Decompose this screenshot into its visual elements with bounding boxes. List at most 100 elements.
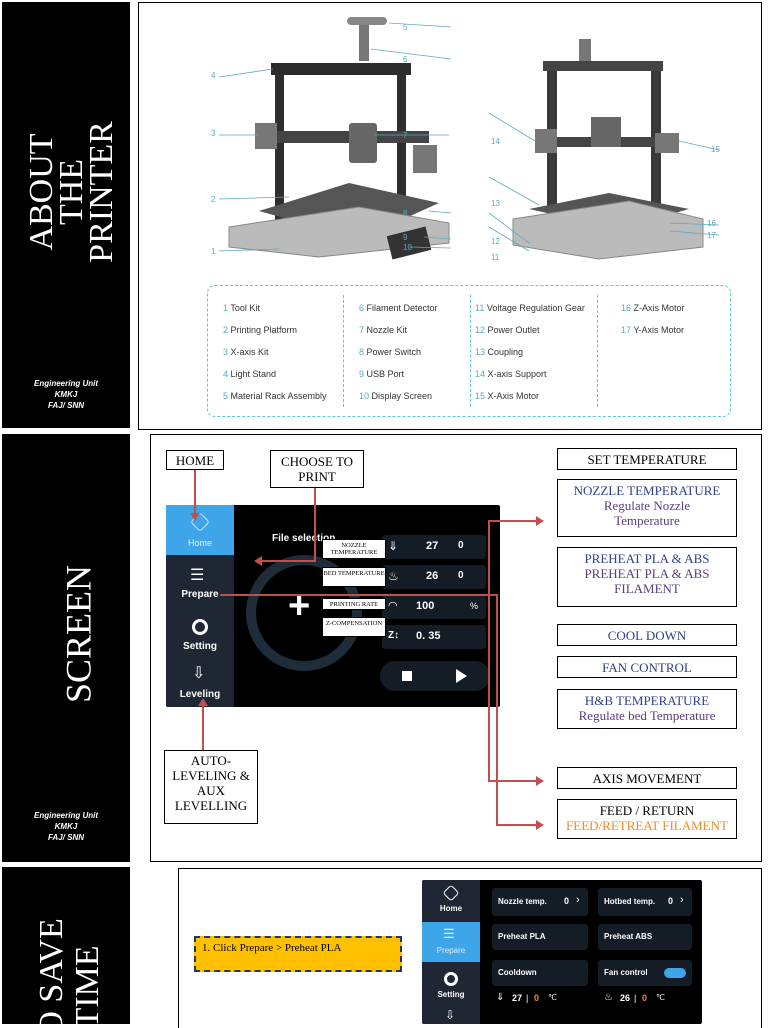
hotbed-temp-val: 0 bbox=[668, 896, 674, 906]
z-comp-value: 0. 35 bbox=[416, 630, 441, 642]
cooldown-label: Cooldown bbox=[498, 968, 537, 977]
legend-item: 4 Light Stand bbox=[223, 369, 277, 379]
chevron-right-icon: › bbox=[576, 894, 580, 906]
arrow-down-icon: ⇩ bbox=[445, 1008, 456, 1022]
z-comp-row[interactable]: Z↕ 0. 35 bbox=[382, 625, 486, 649]
legend-item: 12 Power Outlet bbox=[475, 325, 540, 335]
callout-5: 5 bbox=[403, 23, 408, 32]
z-icon: Z↕ bbox=[388, 630, 400, 641]
feed-box-title: FEED / RETURN bbox=[599, 803, 695, 818]
prep-prepare-tab[interactable]: ☰ Prepare bbox=[422, 922, 480, 962]
readout-bed-set: 0 bbox=[642, 993, 648, 1003]
nozzle-icon: ⇓ bbox=[388, 539, 399, 553]
auto-leveling-label: AUTO-LEVELING & AUX LEVELLING bbox=[164, 750, 258, 824]
lcd-home-tab[interactable]: Home bbox=[166, 505, 234, 555]
prep-home-tab[interactable]: Home bbox=[422, 880, 480, 920]
nozzle-icon: ⇓ bbox=[496, 992, 505, 1003]
lcd-setting-tab[interactable]: Setting bbox=[166, 609, 234, 655]
feed-return-box: FEED / RETURN FEED/RETREAT FILAMENT bbox=[557, 799, 737, 839]
callout-12: 12 bbox=[491, 237, 500, 246]
callout-16: 16 bbox=[707, 219, 716, 228]
nozzle-temperature-box: NOZZLE TEMPERATURE Regulate Nozzle Tempe… bbox=[557, 479, 737, 537]
callout-1: 1 bbox=[211, 247, 216, 256]
readout-nozzle-cur: 27 bbox=[512, 993, 523, 1003]
nozzle-row[interactable]: ⇓ 27 0 bbox=[382, 535, 486, 559]
choose-connector-v bbox=[314, 488, 316, 560]
stop-button[interactable] bbox=[402, 671, 412, 681]
legend-item: 5 Material Rack Assembly bbox=[223, 391, 327, 401]
step-1-box: 1. Click Prepare > Preheat PLA bbox=[194, 936, 402, 972]
readout-nozzle-set: 0 bbox=[534, 993, 540, 1003]
callout-4: 4 bbox=[211, 71, 216, 80]
home-icon bbox=[442, 884, 460, 902]
leveling-connector bbox=[202, 700, 204, 750]
cool-down-box: COOL DOWN bbox=[557, 624, 737, 646]
cooldown-button[interactable]: Cooldown bbox=[492, 960, 588, 986]
nozzle-current: 27 bbox=[426, 540, 439, 552]
preheat-pla-label: Preheat PLA bbox=[498, 932, 546, 941]
section3-sidebar: TO SAVE TIME bbox=[2, 867, 130, 1024]
feed-box-sub: FEED/RETREAT FILAMENT bbox=[566, 818, 728, 833]
credit-line: Engineering Unit bbox=[34, 811, 98, 820]
callout-14: 14 bbox=[491, 137, 500, 146]
lcd-nav-prepare: Prepare bbox=[181, 589, 219, 600]
callout-8: 8 bbox=[403, 209, 408, 218]
section3-title-line1: TO SAVE bbox=[33, 918, 70, 1024]
bed-current: 26 bbox=[426, 570, 439, 582]
hotbed-temp-button[interactable]: Hotbed temp. 0 › bbox=[598, 888, 692, 916]
gear-icon bbox=[192, 619, 208, 635]
prep-setting-tab[interactable]: Setting bbox=[422, 966, 480, 1006]
sliders-icon: ☰ bbox=[190, 567, 205, 584]
legend-item: 9 USB Port bbox=[359, 369, 405, 379]
hb-box-sub: Regulate bed Temperature bbox=[578, 708, 716, 723]
nozzle-temp-button[interactable]: Nozzle temp. 0 › bbox=[492, 888, 588, 916]
prepare-connector bbox=[220, 594, 498, 596]
callout-2: 2 bbox=[211, 195, 216, 204]
callout-10: 10 bbox=[403, 243, 412, 252]
play-button[interactable] bbox=[456, 669, 467, 683]
prep-nav-home: Home bbox=[439, 904, 463, 913]
home-label: HOME bbox=[166, 450, 224, 470]
bed-row[interactable]: ♨ 26 0 bbox=[382, 565, 486, 589]
title-word: THE bbox=[53, 159, 90, 225]
credit-line: Engineering Unit bbox=[34, 379, 98, 388]
arrow-down-icon: ⇩ bbox=[192, 665, 206, 682]
prep-nav-setting: Setting bbox=[437, 990, 465, 999]
callout-3: 3 bbox=[211, 129, 216, 138]
printer-diagram-frame: 5 6 4 3 7 2 8 9 10 1 14 15 13 16 17 12 1… bbox=[138, 2, 762, 430]
section2-sidebar: SCREEN Engineering Unit KMKJ FAJ/ SNN bbox=[2, 434, 130, 862]
fan-toggle[interactable] bbox=[664, 968, 686, 978]
fan-control-button[interactable]: Fan control bbox=[598, 960, 692, 986]
rate-unit: % bbox=[470, 601, 479, 611]
add-file-button[interactable]: + bbox=[288, 585, 311, 627]
readout-bed-cur: 26 bbox=[620, 993, 631, 1003]
legend-item: 14 X-axis Support bbox=[475, 369, 547, 379]
sliders-icon: ☰ bbox=[443, 926, 455, 941]
section3-title-svg: TO SAVE TIME bbox=[33, 918, 106, 1024]
callout-11: 11 bbox=[491, 253, 500, 262]
tag-z-compensation: Z-COMPENSATION bbox=[322, 617, 386, 637]
lcd-nav-setting: Setting bbox=[183, 641, 217, 652]
prep-nav-prepare: Prepare bbox=[436, 946, 466, 955]
home-connector bbox=[194, 470, 196, 516]
legend-item: 17 Y-Axis Motor bbox=[621, 325, 685, 335]
lcd-prepare-screen: Home ☰ Prepare Setting ⇩ Nozzle temp. 0 … bbox=[422, 880, 702, 1024]
rate-row[interactable]: ◠ 100 % bbox=[382, 595, 486, 619]
lcd-leveling-tab[interactable]: ⇩ Leveling bbox=[166, 659, 234, 705]
lcd-prepare-tab[interactable]: ☰ Prepare bbox=[166, 559, 234, 605]
file-selection-link[interactable]: File selection bbox=[272, 533, 336, 544]
preheat-abs-button[interactable]: Preheat ABS bbox=[598, 924, 692, 950]
section1-sidebar: ABOUT Engineering Unit KMKJ FAJ/ SNN bbox=[2, 2, 130, 428]
section1-title-svg: ABOUT THE PRINTER bbox=[23, 121, 120, 263]
hb-box-title: H&B TEMPERATURE bbox=[584, 693, 710, 708]
legend-item: 2 Printing Platform bbox=[223, 325, 298, 335]
parts-legend bbox=[207, 285, 731, 417]
title-word: PRINTER bbox=[83, 121, 120, 263]
separator: | bbox=[634, 993, 637, 1003]
preheat-pla-button[interactable]: Preheat PLA bbox=[492, 924, 588, 950]
lcd-nav-leveling: Leveling bbox=[179, 689, 221, 700]
legend-item: 10 Display Screen bbox=[359, 391, 433, 401]
printer-front-view bbox=[218, 17, 452, 260]
choose-connector-h bbox=[262, 560, 316, 562]
callout-13: 13 bbox=[491, 199, 500, 208]
